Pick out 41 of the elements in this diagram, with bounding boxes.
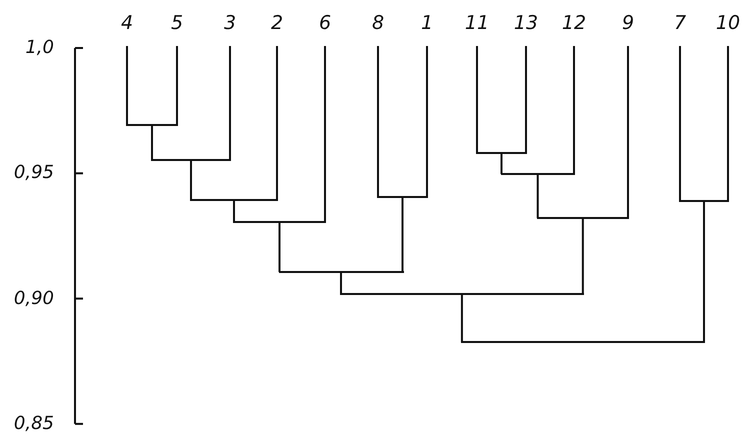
axis-label: 0,90 xyxy=(12,288,54,310)
dendrogram-branch xyxy=(233,200,235,222)
leaf-label: 1 xyxy=(410,12,444,46)
leaf-label: 12 xyxy=(557,12,591,46)
axis-label: 1,0 xyxy=(24,37,54,59)
dendrogram-branch xyxy=(126,46,128,125)
dendrogram-branch xyxy=(727,46,729,201)
dendrogram-branch xyxy=(500,153,502,174)
dendrogram-branch xyxy=(377,46,379,197)
leaf-label: 13 xyxy=(509,12,543,46)
dendrogram-branch xyxy=(324,46,326,222)
leaf-label: 8 xyxy=(361,12,395,46)
dendrogram-branch xyxy=(151,125,153,160)
dendrogram-branch xyxy=(426,46,428,197)
leaf-label: 11 xyxy=(460,12,494,46)
dendrogram-branch xyxy=(582,218,584,294)
dendrogram-branch xyxy=(229,46,231,160)
leaf-label: 2 xyxy=(260,12,294,46)
dendrogram-branch xyxy=(703,201,705,342)
leaf-label: 5 xyxy=(160,12,194,46)
dendrogram-branch xyxy=(476,46,478,153)
dendrogram-branch xyxy=(276,46,278,200)
axis-label: 0,95 xyxy=(12,162,54,184)
leaf-label: 3 xyxy=(213,12,247,46)
dendrogram-branch xyxy=(340,272,342,294)
dendrogram-branch xyxy=(176,46,178,125)
dendrogram-branch xyxy=(402,197,404,272)
dendrogram-branch xyxy=(525,46,527,153)
leaf-label: 7 xyxy=(663,12,697,46)
axis-label: 0,85 xyxy=(12,412,54,434)
dendrogram-branch xyxy=(536,174,539,218)
leaf-label: 6 xyxy=(308,12,342,46)
leaf-label: 10 xyxy=(711,12,745,46)
dendrogram-branch xyxy=(627,46,629,218)
leaf-label: 4 xyxy=(110,12,144,46)
dendrogram-branch xyxy=(679,46,681,201)
dendrogram-branch xyxy=(573,46,575,174)
dendrogram-branch xyxy=(278,222,280,272)
leaf-label: 9 xyxy=(611,12,645,46)
dendrogram-branch xyxy=(190,160,192,200)
dendrogram-branch xyxy=(460,294,463,342)
